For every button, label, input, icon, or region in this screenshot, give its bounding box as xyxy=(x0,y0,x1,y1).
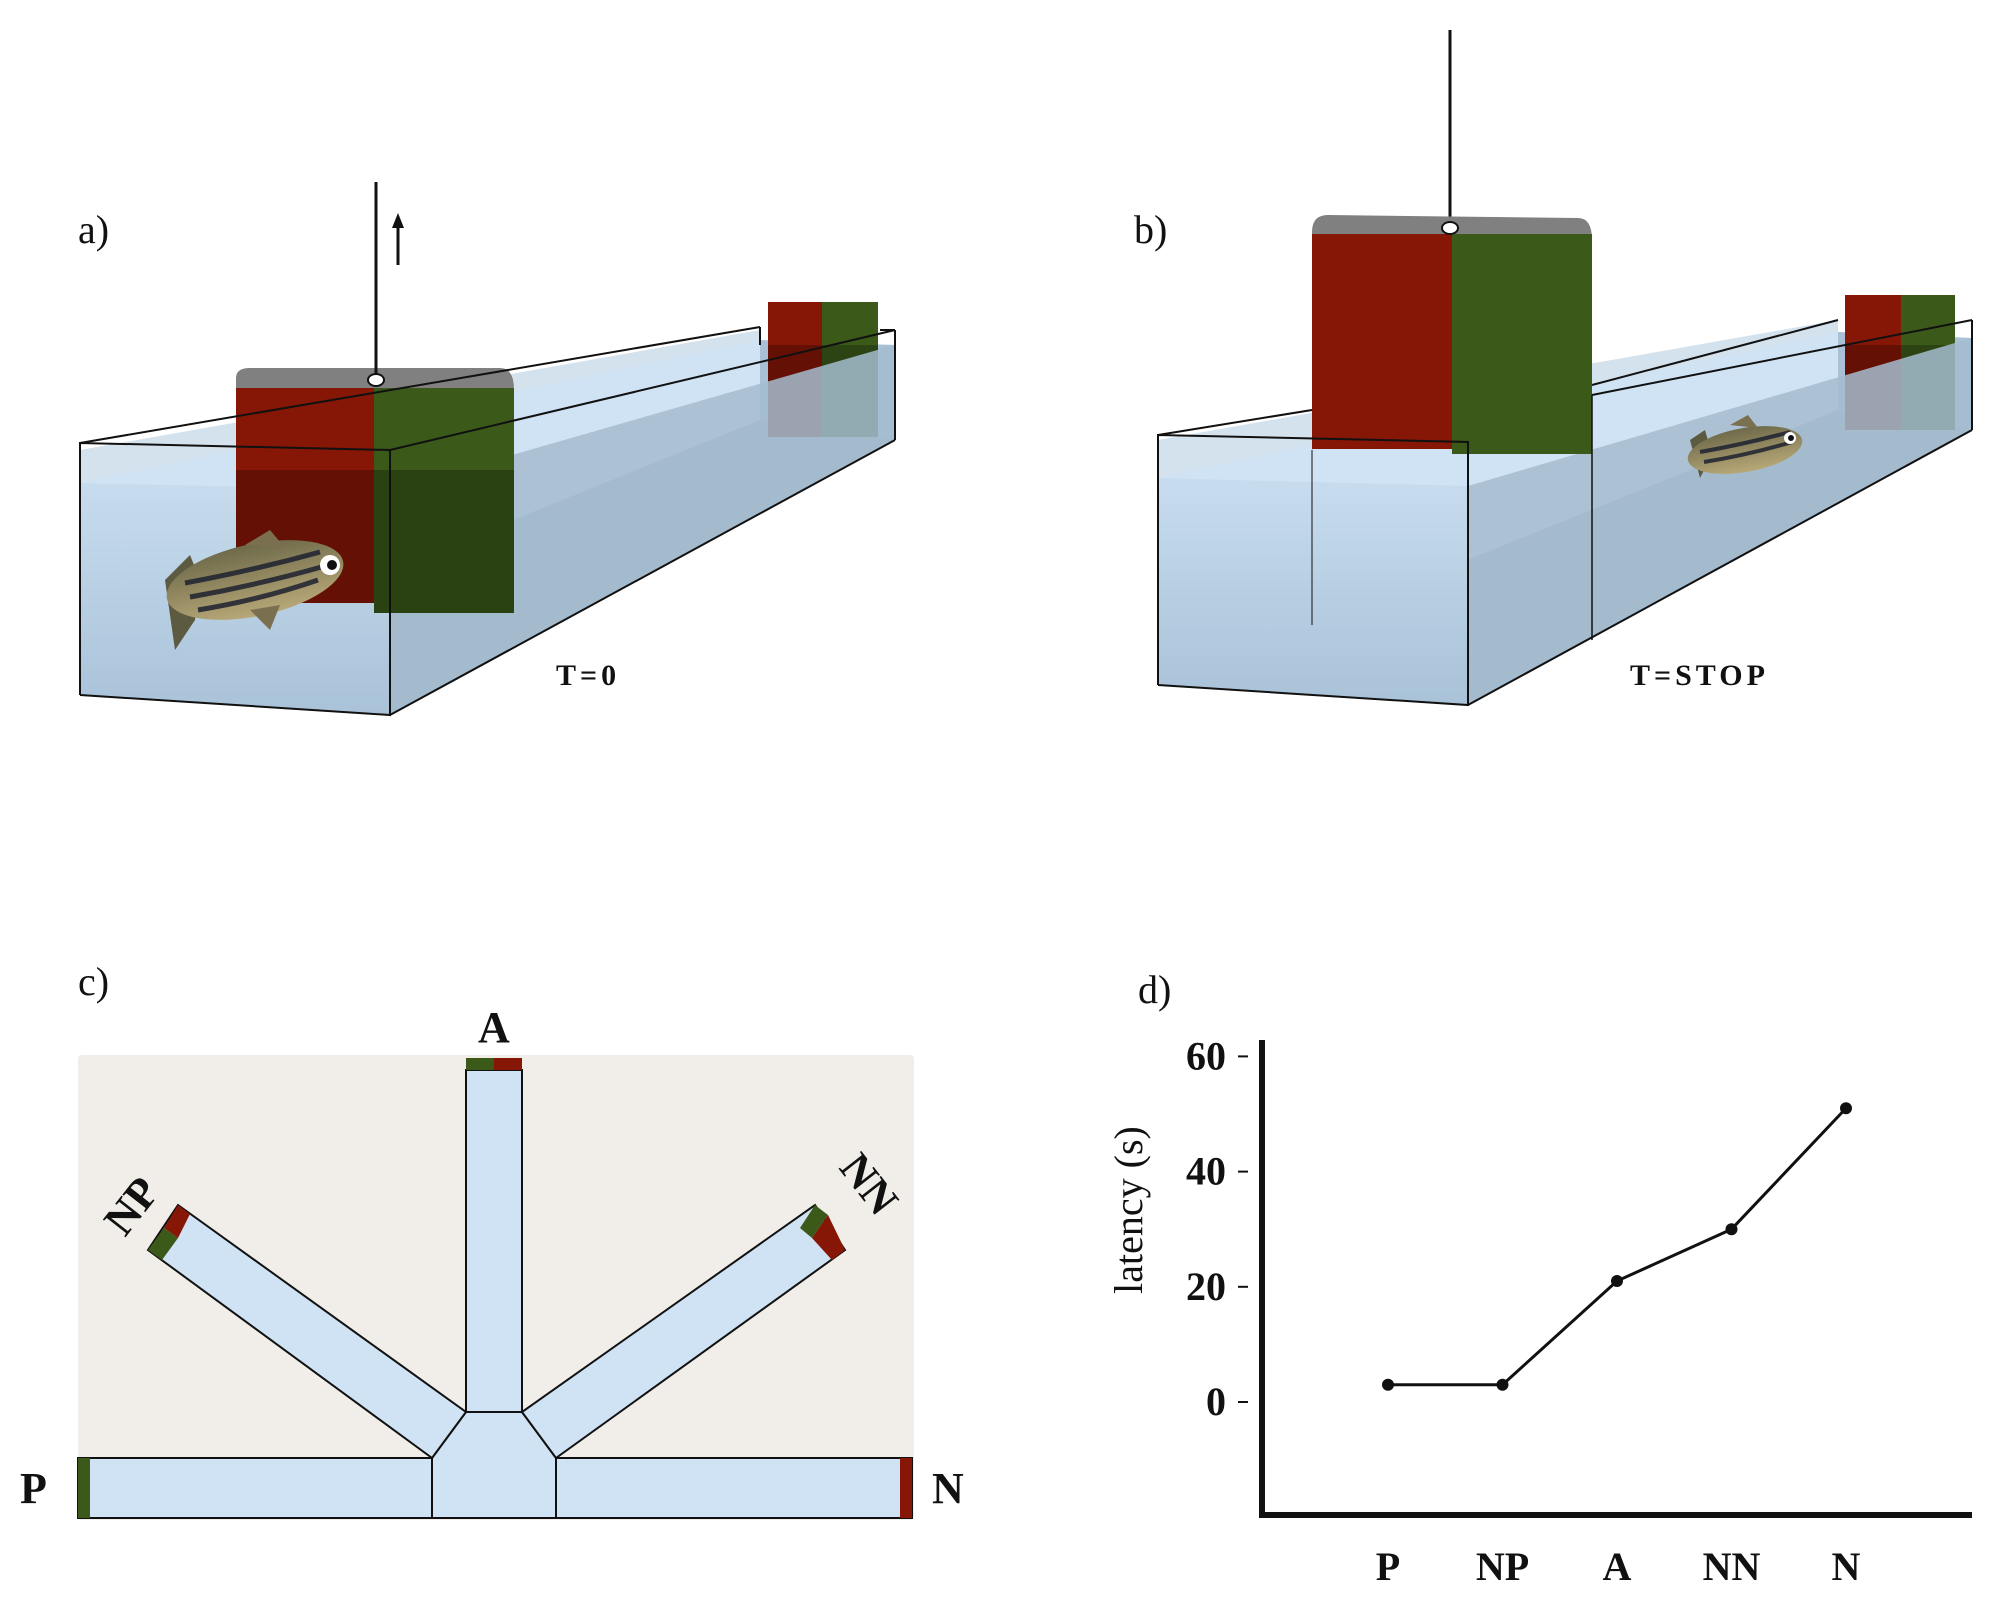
y-tick-label: 0 xyxy=(1206,1379,1226,1424)
x-tick-label: P xyxy=(1376,1544,1400,1589)
y-tick-label: 40 xyxy=(1186,1149,1226,1194)
panel-b-tank xyxy=(1157,30,1973,707)
radial-maze xyxy=(77,1069,913,1519)
gate-door-b xyxy=(1312,30,1592,454)
arm-end-caps xyxy=(78,1058,912,1518)
arm-a xyxy=(465,1069,523,1413)
panel-a-tank xyxy=(79,182,896,717)
panel-a-label: a) xyxy=(78,207,109,252)
x-tick-label: N xyxy=(1832,1544,1861,1589)
panel-a: a) xyxy=(78,182,896,717)
panel-c-label: c) xyxy=(78,959,109,1004)
arm-p xyxy=(77,1457,433,1519)
panel-b: b) xyxy=(1134,30,1973,707)
arm-n xyxy=(555,1457,913,1519)
arm-label-p: P xyxy=(20,1464,47,1513)
lift-arrow-icon xyxy=(392,213,404,265)
x-tick-label: NP xyxy=(1476,1544,1529,1589)
y-tick-label: 20 xyxy=(1186,1264,1226,1309)
x-tick-label: A xyxy=(1603,1544,1632,1589)
arm-label-a: A xyxy=(478,1003,510,1052)
arm-label-n: N xyxy=(932,1464,964,1513)
time-label-b: T=STOP xyxy=(1630,659,1769,692)
panel-c: c) P N A N xyxy=(20,959,964,1520)
data-point xyxy=(1496,1378,1509,1391)
zebrafish-a xyxy=(165,530,344,650)
series-line xyxy=(1388,1107,1848,1387)
data-point xyxy=(1382,1378,1394,1391)
zebrafish-b xyxy=(1687,415,1803,478)
panel-d-label: d) xyxy=(1138,967,1171,1012)
panel-b-label: b) xyxy=(1134,207,1167,252)
data-point xyxy=(1611,1275,1623,1288)
y-tick-label: 60 xyxy=(1186,1033,1226,1078)
data-point xyxy=(1725,1223,1738,1236)
x-tick-label: NN xyxy=(1703,1544,1761,1589)
y-axis-title: latency (s) xyxy=(1106,1126,1151,1294)
data-point xyxy=(1840,1102,1852,1115)
time-label-a: T=0 xyxy=(556,659,620,692)
